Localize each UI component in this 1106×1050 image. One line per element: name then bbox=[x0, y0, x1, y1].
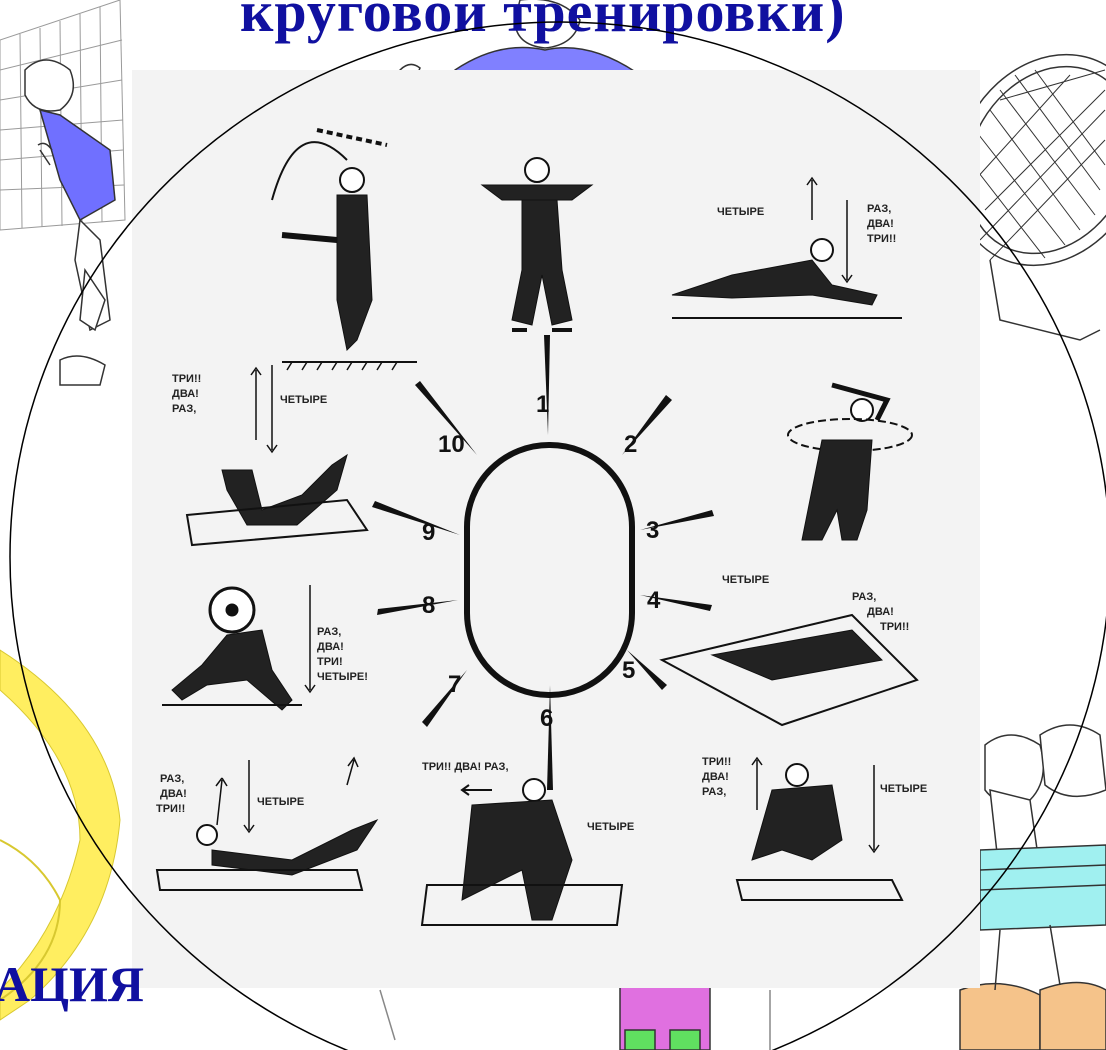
station-6-caption-2: ЧЕТЫРЕ bbox=[587, 821, 634, 833]
station-8-caption-3: ТРИ! bbox=[317, 656, 343, 668]
slide-title-fragment: круговой тренировки) bbox=[240, 0, 846, 45]
exercise-figure-5: ТРИ!! ДВА! РАЗ, ЧЕТЫРЕ bbox=[702, 756, 927, 900]
station-number-9: 9 bbox=[422, 519, 435, 546]
person-clipart-bottom bbox=[380, 985, 770, 1050]
station-9-caption-1: ТРИ!! bbox=[172, 373, 201, 385]
station-5-caption-2: ДВА! bbox=[702, 771, 729, 783]
station-2-caption-2: РАЗ, bbox=[867, 203, 891, 215]
station-4-caption-4: ТРИ!! bbox=[880, 621, 909, 633]
central-oval-track bbox=[467, 445, 632, 695]
station-2-caption-3: ДВА! bbox=[867, 218, 894, 230]
station-4-caption-1: ЧЕТЫРЕ bbox=[722, 574, 769, 586]
slide-bottom-text-fragment: АЦИЯ bbox=[0, 955, 144, 1013]
station-7-caption-4: ЧЕТЫРЕ bbox=[257, 796, 304, 808]
exercise-figure-10 bbox=[272, 130, 417, 370]
station-2-caption-1: ЧЕТЫРЕ bbox=[717, 206, 764, 218]
station-number-3: 3 bbox=[646, 517, 659, 544]
circuit-training-poster: 1 2 3 4 5 6 7 8 9 10 bbox=[132, 70, 980, 988]
station-5-caption-3: РАЗ, bbox=[702, 786, 726, 798]
exercise-figure-7: РАЗ, ДВА! ТРИ!! ЧЕТЫРЕ bbox=[156, 758, 377, 890]
exercise-figure-4: ЧЕТЫРЕ РАЗ, ДВА! ТРИ!! bbox=[662, 574, 917, 725]
station-number-5: 5 bbox=[622, 657, 635, 684]
exercise-figure-1 bbox=[482, 158, 592, 330]
station-5-caption-4: ЧЕТЫРЕ bbox=[880, 783, 927, 795]
station-number-7: 7 bbox=[448, 671, 461, 698]
station-number-8: 8 bbox=[422, 592, 435, 619]
station-8-caption-2: ДВА! bbox=[317, 641, 344, 653]
station-8-caption-4: ЧЕТЫРЕ! bbox=[317, 671, 368, 683]
station-number-6: 6 bbox=[540, 705, 553, 732]
station-4-caption-3: ДВА! bbox=[867, 606, 894, 618]
station-8-caption-1: РАЗ, bbox=[317, 626, 341, 638]
station-9-caption-2: ДВА! bbox=[172, 388, 199, 400]
station-9-caption-4: ЧЕТЫРЕ bbox=[280, 394, 327, 406]
kids-team-clipart bbox=[960, 725, 1106, 1050]
station-number-10: 10 bbox=[438, 431, 465, 458]
station-7-caption-2: ДВА! bbox=[160, 788, 187, 800]
station-number-1: 1 bbox=[536, 391, 549, 418]
exercise-figure-8: РАЗ, ДВА! ТРИ! ЧЕТЫРЕ! bbox=[162, 585, 368, 710]
station-7-caption-1: РАЗ, bbox=[160, 773, 184, 785]
station-number-2: 2 bbox=[624, 431, 637, 458]
exercise-figure-3 bbox=[788, 385, 912, 540]
station-5-caption-1: ТРИ!! bbox=[702, 756, 731, 768]
station-6-caption-1: ТРИ!! ДВА! РАЗ, bbox=[422, 761, 509, 773]
exercise-figure-9: ТРИ!! ДВА! РАЗ, ЧЕТЫРЕ bbox=[172, 365, 367, 545]
station-number-4: 4 bbox=[647, 587, 661, 614]
volleyball-player-clipart bbox=[25, 60, 115, 385]
exercise-figure-6: ТРИ!! ДВА! РАЗ, ЧЕТЫРЕ bbox=[422, 761, 634, 925]
poster-drawing: 1 2 3 4 5 6 7 8 9 10 bbox=[132, 70, 980, 988]
exercise-figure-2: ЧЕТЫРЕ РАЗ, ДВА! ТРИ!! bbox=[672, 178, 902, 318]
station-4-caption-2: РАЗ, bbox=[852, 591, 876, 603]
station-9-caption-3: РАЗ, bbox=[172, 403, 196, 415]
station-2-caption-4: ТРИ!! bbox=[867, 233, 896, 245]
station-7-caption-3: ТРИ!! bbox=[156, 803, 185, 815]
